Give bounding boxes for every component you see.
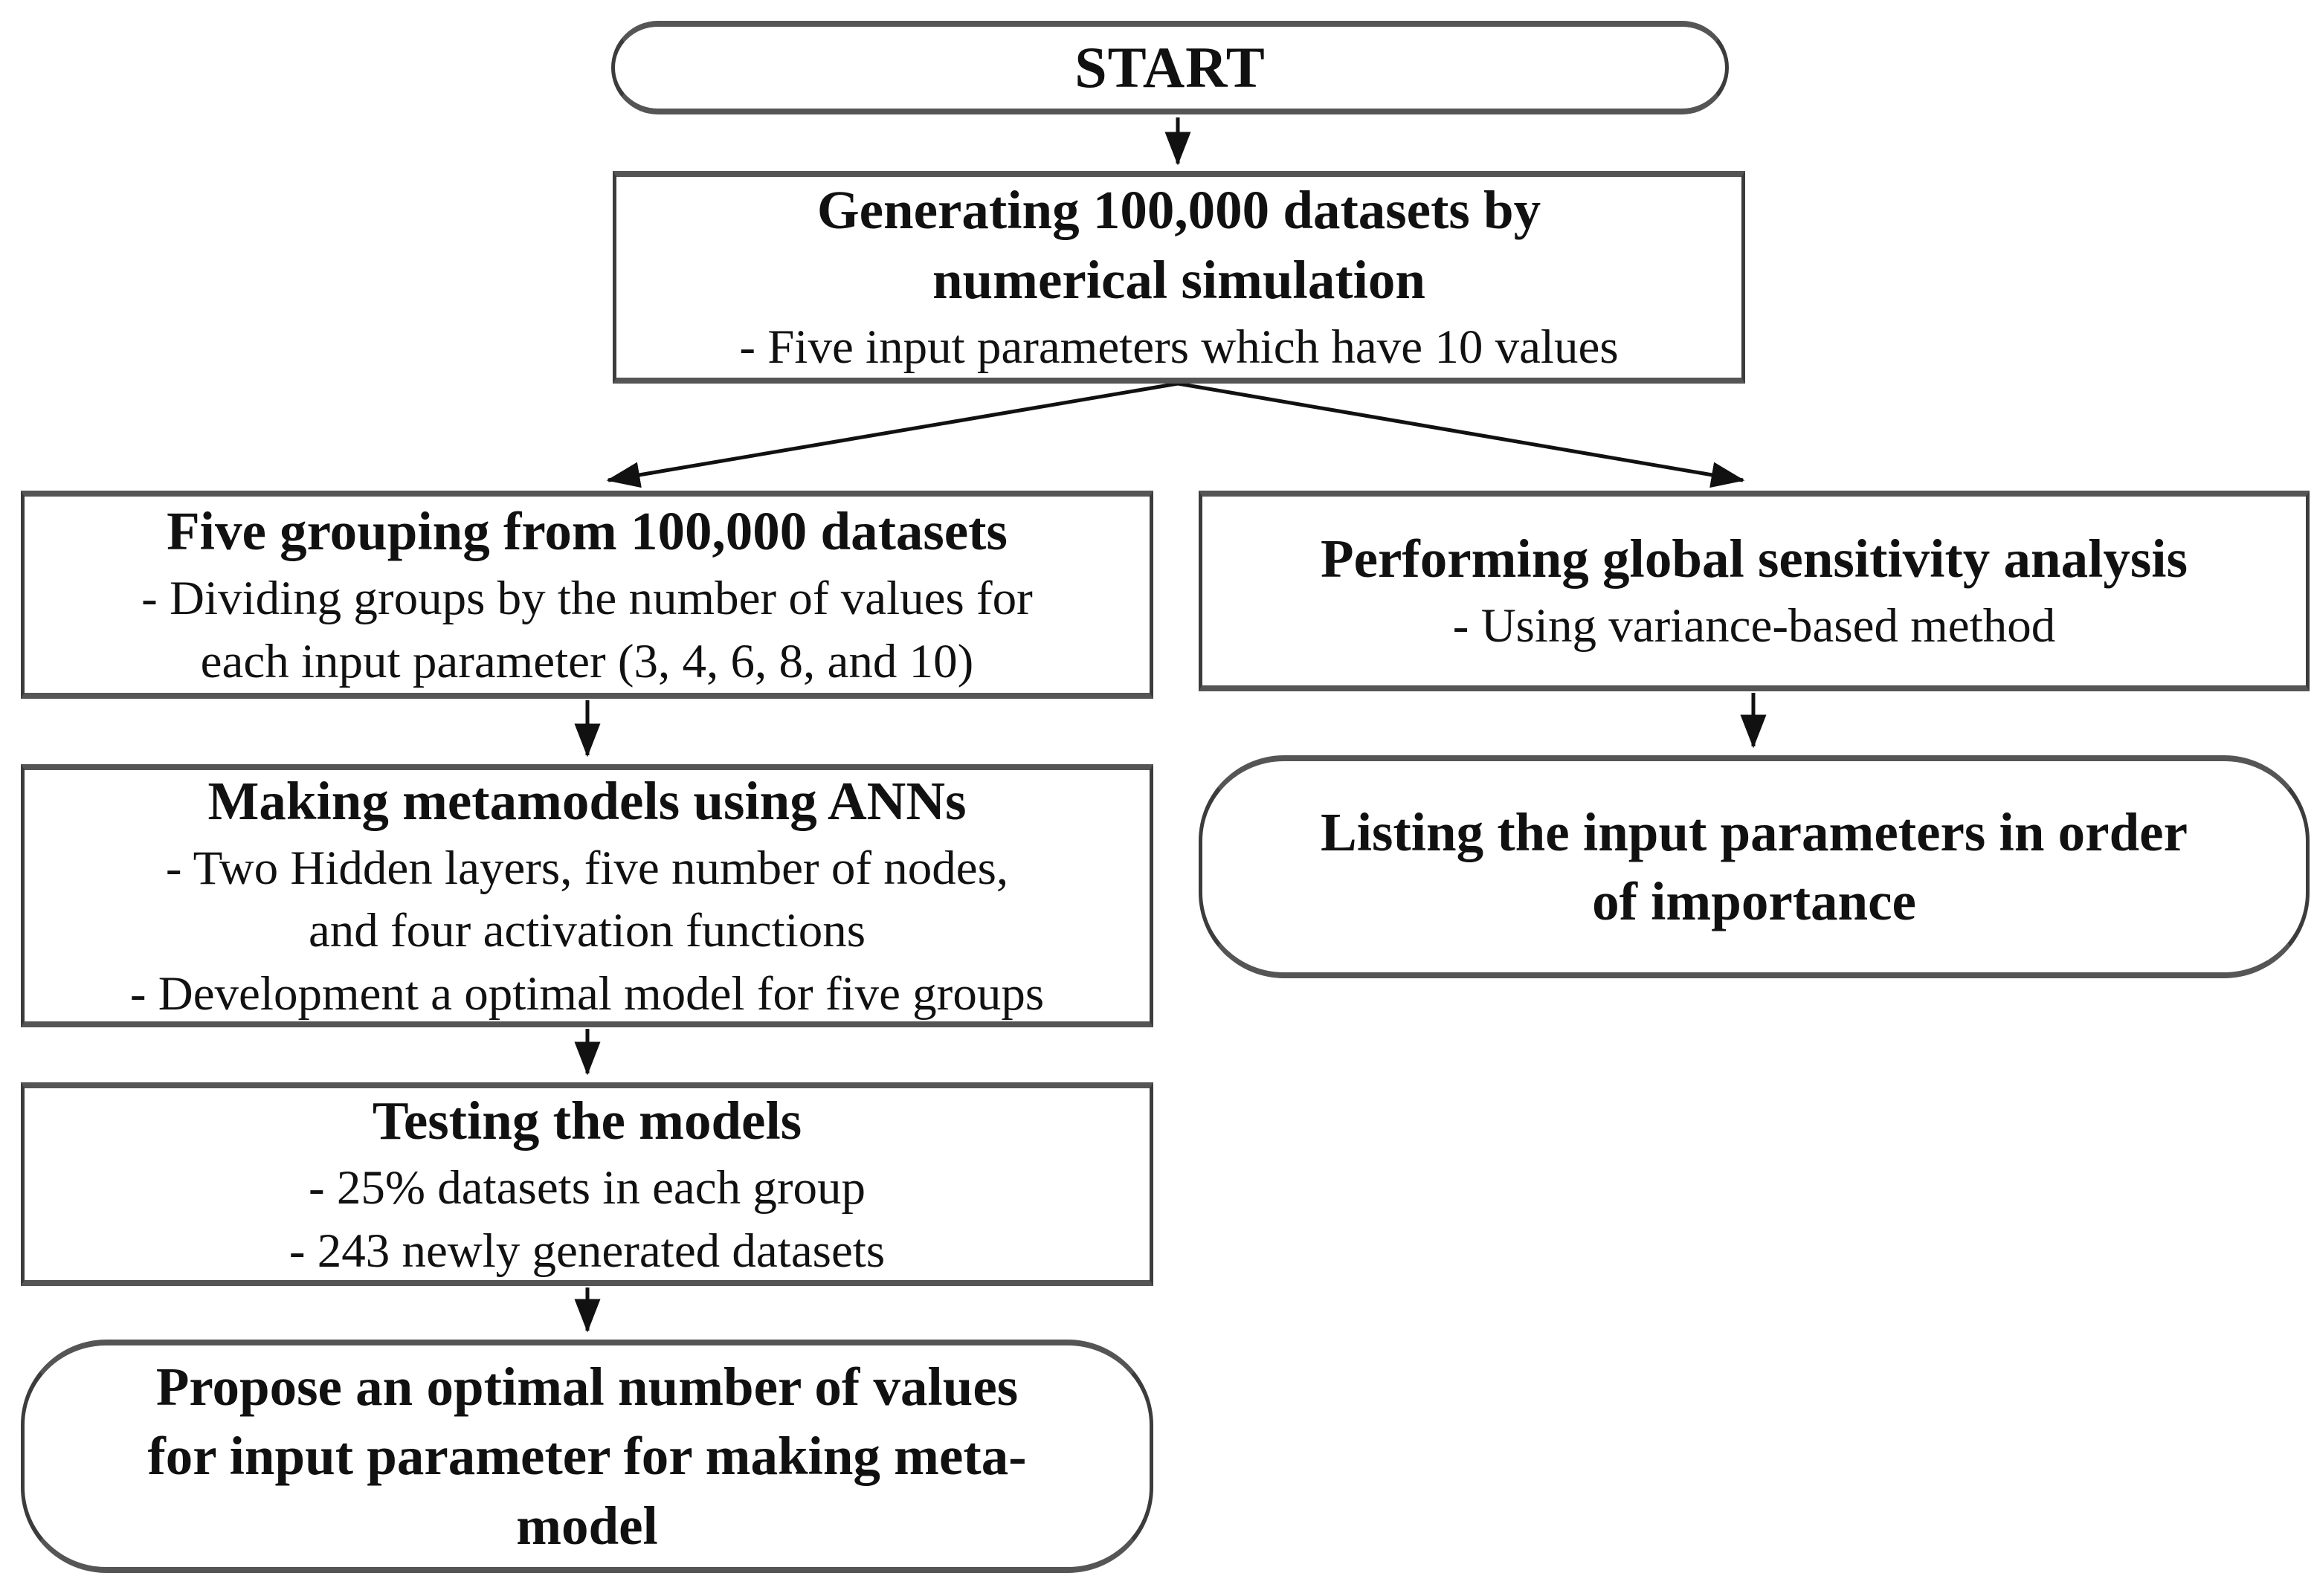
sensitivity-analysis-box: Performing global sensitivity analysis -… [1199, 491, 2310, 691]
sensitivity-analysis-title: Performing global sensitivity analysis [1321, 529, 2188, 589]
start-label: START [1074, 35, 1266, 100]
five-grouping-box: Five grouping from 100,000 datasets - Di… [21, 491, 1153, 699]
five-grouping-details: - Dividing groups by the number of value… [141, 572, 1033, 688]
propose-optimal-terminal: Propose an optimal number of values for … [21, 1340, 1153, 1573]
five-grouping-title: Five grouping from 100,000 datasets [167, 500, 1008, 561]
listing-parameters-label: Listing the input parameters in order of… [1321, 801, 2188, 931]
arrow-generate-to-sensitivity [1177, 381, 1745, 488]
testing-models-title: Testing the models [372, 1090, 802, 1151]
listing-parameters-terminal: Listing the input parameters in order of… [1199, 755, 2310, 978]
sensitivity-analysis-details: - Using variance-based method [1452, 599, 2056, 653]
generate-datasets-box: Generating 100,000 datasets by numerical… [613, 171, 1745, 384]
arrow-generate-to-grouping [606, 381, 1179, 488]
metamodels-ann-title: Making metamodels using ANNs [207, 770, 967, 831]
metamodels-ann-box: Making metamodels using ANNs - Two Hidde… [21, 764, 1153, 1027]
generate-datasets-details: - Five input parameters which have 10 va… [739, 320, 1619, 375]
testing-models-box: Testing the models - 25% datasets in eac… [21, 1082, 1153, 1286]
testing-models-details: - 25% datasets in each group - 243 newly… [289, 1161, 886, 1278]
propose-optimal-label: Propose an optimal number of values for … [147, 1356, 1027, 1556]
generate-datasets-title: Generating 100,000 datasets by numerical… [816, 180, 1541, 310]
metamodels-ann-details: - Two Hidden layers, five number of node… [129, 841, 1045, 1021]
start-terminal: START [611, 21, 1729, 114]
